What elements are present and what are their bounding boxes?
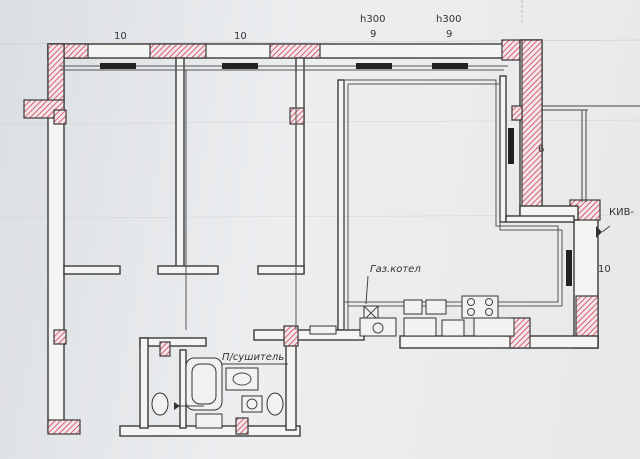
radiator [356,63,392,69]
dim-heater-1-height: h300 [360,14,385,25]
radiator [100,63,136,69]
toilet [151,392,169,416]
label-gas-boiler: Газ.котел [370,264,421,275]
dim-heater-2-count: 9 [446,29,452,40]
radiator [508,128,514,164]
toilet [266,392,284,416]
radiator [566,250,572,286]
partitions [63,57,575,431]
kitchen-fixtures [309,295,515,337]
heating-pipes [60,65,563,330]
washing-machine [195,413,223,429]
label-towel-dryer: П/сушитель [222,352,284,363]
sink [359,317,397,337]
dim-right-upper: 6 [538,144,544,155]
radiators [100,63,572,286]
dim-heater-2-height: h300 [436,14,461,25]
dim-right-lower: 10 [598,264,611,275]
radiator [432,63,468,69]
sink [225,367,259,391]
gas-boiler-leader [365,275,369,305]
bathroom-fixtures [151,357,284,429]
outer-walls [23,39,601,437]
dim-top-left: 10 [114,31,127,42]
fridge [473,317,515,337]
balcony [542,105,640,202]
counter [403,317,437,337]
label-valve: КИВ- [609,207,634,218]
dim-heater-1-count: 9 [370,29,376,40]
radiator [222,63,258,69]
stove [461,295,499,319]
dim-top-mid: 10 [234,31,247,42]
valve-icon [596,226,602,238]
